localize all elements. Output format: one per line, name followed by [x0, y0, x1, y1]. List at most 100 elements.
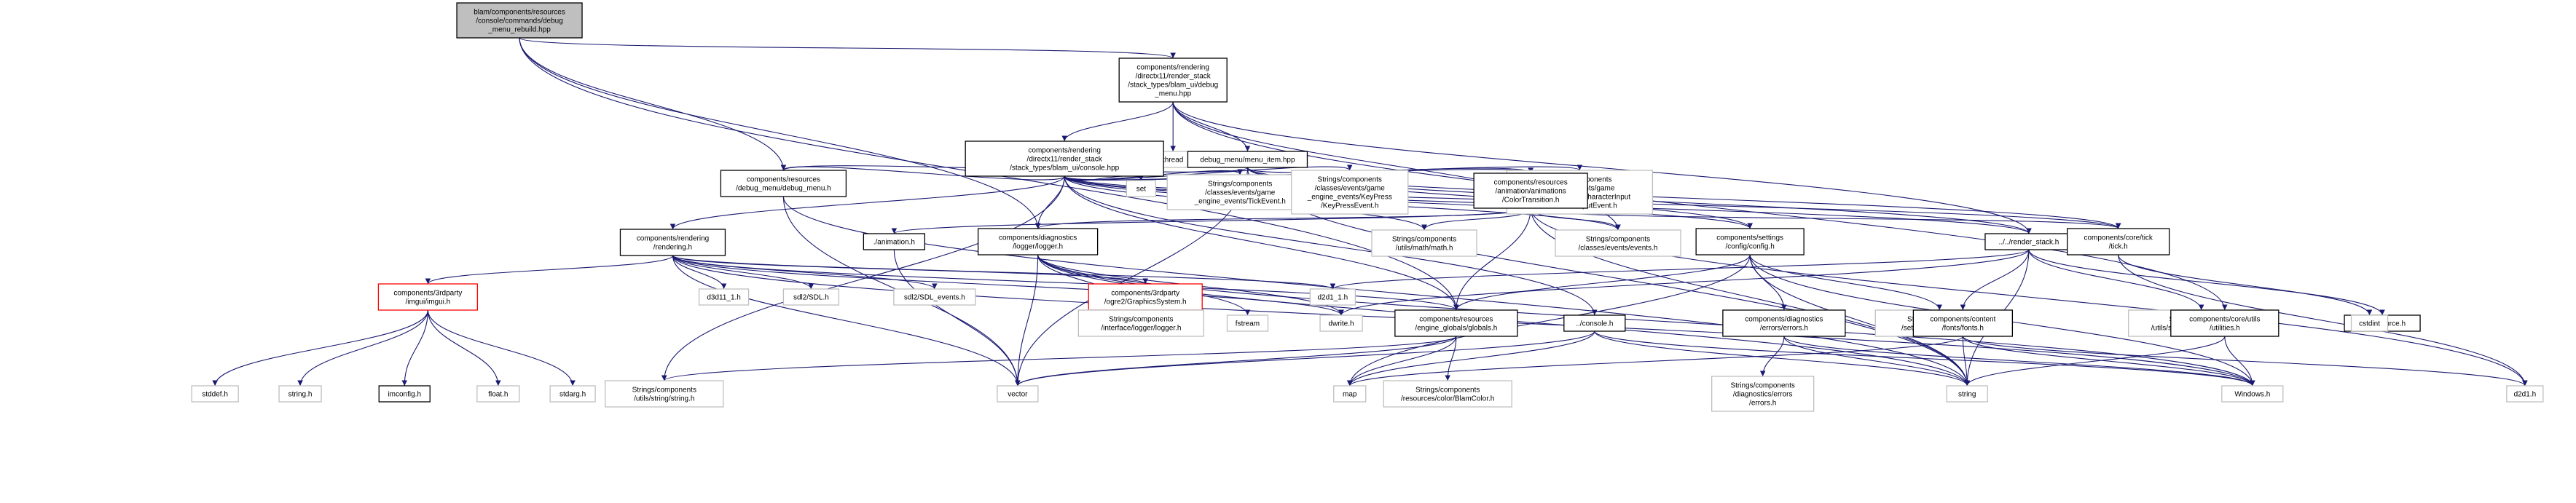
- node-label-line: /config/config.h: [1726, 243, 1775, 251]
- node-box: [476, 385, 520, 403]
- edge-logger_h-to-vector: [1015, 254, 1039, 387]
- node-console_hpp[interactable]: components/rendering/directx11/render_st…: [965, 140, 1164, 177]
- node-config_h[interactable]: components/settings/config/config.h: [1695, 228, 1805, 256]
- node-fonts_h[interactable]: components/content/fonts/fonts.h: [1912, 309, 2014, 337]
- node-box: [1371, 229, 1477, 257]
- node-label-line: /errors/errors.h: [1760, 325, 1808, 333]
- node-label-line: dwrite.h: [1329, 320, 1354, 328]
- node-label-line: Strings/components: [632, 387, 696, 395]
- node-box: [1226, 314, 1269, 332]
- node-res_debug_menu[interactable]: components/resources/debug_menu/debug_me…: [720, 170, 847, 197]
- edge-console_hpp-to-rendering_h: [669, 175, 1065, 230]
- node-label-line: /debug_menu/debug_menu.h: [736, 185, 831, 193]
- edge-console_hpp-to-utils_string: [661, 175, 1065, 381]
- node-box: [1309, 288, 1356, 306]
- node-box: [1333, 385, 1367, 403]
- node-stddef: stddef.h: [191, 385, 239, 403]
- node-label-line: imconfig.h: [388, 391, 421, 399]
- node-label-line: _engine_events/KeyPress: [1307, 194, 1392, 202]
- node-label-line: fstream: [1236, 320, 1260, 328]
- node-box: [1126, 180, 1157, 197]
- node-imconfig[interactable]: imconfig.h: [378, 385, 431, 403]
- node-box: [1383, 380, 1512, 408]
- node-animation_h[interactable]: ./animation.h: [863, 233, 926, 250]
- edge-utilities_h-to-string: [1964, 336, 2226, 387]
- node-label-line: /stack_types/blam_ui/console.hpp: [1010, 165, 1120, 173]
- node-box: [2170, 309, 2279, 337]
- edge-render_stack_h-to-res_resource: [2028, 249, 2385, 316]
- node-set: set: [1126, 180, 1157, 197]
- node-logger_h[interactable]: components/diagnostics/logger/logger.h: [977, 228, 1099, 256]
- node-box: [1695, 228, 1805, 256]
- node-globals_h[interactable]: components/resources/engine_globals/glob…: [1394, 309, 1518, 337]
- node-imgui_h[interactable]: components/3rdparty/imgui/imgui.h: [377, 283, 479, 311]
- node-ogre_graphics[interactable]: components/3rdparty/ogre2/GraphicsSystem…: [1088, 283, 1203, 311]
- edge-blam_ui_debug_menu-to-console_hpp: [1061, 101, 1174, 142]
- node-events_h: Strings/components/classes/events/events…: [1555, 229, 1681, 257]
- node-box: [863, 233, 926, 250]
- node-utilities_h[interactable]: components/core/utils/utilities.h: [2170, 309, 2279, 337]
- node-menu_item[interactable]: debug_menu/menu_item.hpp: [1187, 151, 1308, 168]
- node-box: [2506, 385, 2544, 403]
- node-label-line: debug_menu/menu_item.hpp: [1200, 157, 1295, 165]
- edge-console_h-to-map: [1346, 330, 1595, 387]
- node-box: [191, 385, 239, 403]
- node-string_h: string.h: [278, 385, 322, 403]
- node-label-line: /errors.h: [1749, 400, 1776, 408]
- node-label-line: components/rendering: [1136, 64, 1209, 72]
- node-utils_string: Strings/components/utils/string/string.h: [605, 380, 724, 408]
- node-color_transition[interactable]: components/resources/animation/animation…: [1473, 173, 1588, 209]
- node-box: [1711, 376, 1815, 412]
- edge-logger_h-to-windows_h: [1037, 254, 2255, 387]
- edge-rendering_h-to-sdl_h: [672, 255, 814, 290]
- edge-root-to-blam_ui_debug_menu: [519, 37, 1176, 59]
- node-label-line: components/settings: [1716, 234, 1783, 242]
- edge-rendering_h-to-dwrite: [672, 255, 1344, 316]
- node-label-line: components/core/utils: [2189, 316, 2260, 324]
- node-label-line: components/content: [1930, 316, 1995, 324]
- node-box: [782, 288, 840, 306]
- node-rendering_h[interactable]: components/rendering/rendering.h: [619, 229, 726, 256]
- node-label-line: components/3rdparty: [1111, 290, 1179, 298]
- node-label-line: /classes/events/game: [1205, 189, 1276, 197]
- node-box: [2221, 385, 2284, 403]
- edge-config_h-to-string: [1749, 254, 1971, 387]
- node-label-line: ../../render_stack.h: [1999, 239, 2059, 247]
- node-box: [378, 385, 431, 403]
- edge-color_transition-to-logger_h: [1035, 207, 1531, 229]
- edge-console_h-to-string: [1594, 330, 1970, 387]
- node-label-line: /classes/events/game: [1315, 185, 1386, 193]
- node-label-line: /directx11/render_stack: [1027, 156, 1103, 164]
- node-label-line: ../console.h: [1576, 320, 1613, 328]
- node-errors_h[interactable]: components/diagnostics/errors/errors.h: [1722, 309, 1846, 337]
- edge-tick_h-to-cstdint: [2118, 254, 2373, 316]
- node-box: [965, 140, 1164, 177]
- node-console_h[interactable]: ../console.h: [1563, 314, 1626, 332]
- node-label-line: /fonts/fonts.h: [1942, 325, 1984, 333]
- edge-blam_ui_debug_menu-to-render_stack_h: [1172, 101, 2032, 234]
- node-box: [1319, 314, 1363, 332]
- node-box: [619, 229, 726, 256]
- edge-render_stack_h-to-dwrite: [1338, 249, 2030, 316]
- node-blam_ui_debug_menu[interactable]: components/rendering/directx11/render_st…: [1118, 58, 1228, 103]
- node-box: [1187, 151, 1308, 168]
- node-label-line: Windows.h: [2234, 391, 2270, 399]
- edge-rendering_h-to-imgui_h: [425, 255, 674, 285]
- edge-fonts_h-to-string: [1962, 336, 1971, 387]
- node-label-line: Strings/components: [1109, 316, 1173, 324]
- node-label-line: /utilities.h: [2210, 325, 2240, 333]
- edge-root-to-logger_h: [519, 37, 1041, 229]
- edge-tick_h-to-d2d1: [2118, 254, 2528, 387]
- node-vector: vector: [997, 385, 1039, 403]
- node-label-line: sdl2/SDL_events.h: [904, 294, 965, 302]
- edge-errors_h-to-diag_errors: [1759, 336, 1785, 377]
- edge-rendering_h-to-d3d11_1: [672, 255, 727, 290]
- edge-globals_h-to-map: [1346, 336, 1457, 387]
- node-box: [997, 385, 1039, 403]
- node-box: [2067, 228, 2170, 256]
- node-box: [605, 380, 724, 408]
- node-tick_h[interactable]: components/core/tick/tick.h: [2067, 228, 2170, 256]
- edge-console_hpp-to-console_h: [1064, 175, 1598, 316]
- node-render_stack_h[interactable]: ../../render_stack.h: [1984, 233, 2073, 250]
